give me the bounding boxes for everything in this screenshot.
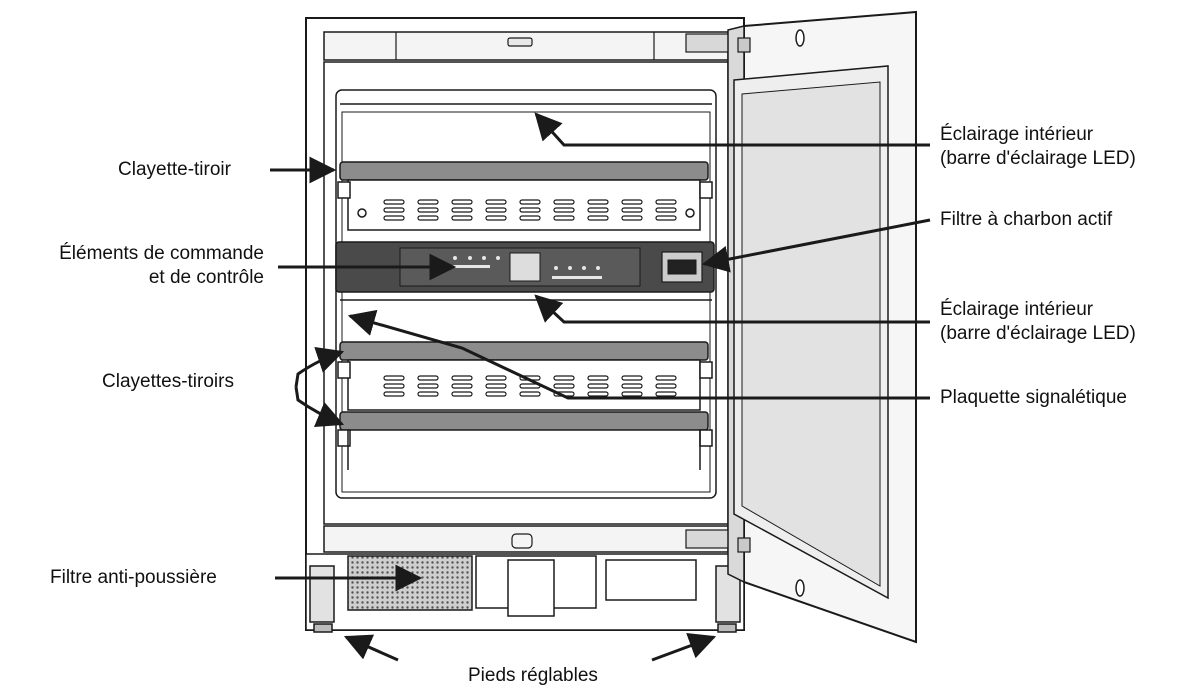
arrow-drawer-shelves-a xyxy=(294,347,345,388)
label-controls-line2: et de contrôle xyxy=(148,267,264,288)
arrow-foot-right xyxy=(651,632,717,662)
base xyxy=(305,553,745,633)
label-rating-plate: Plaquette signalétique xyxy=(940,387,1127,408)
arrow-charcoal-filter xyxy=(701,218,931,273)
cabinet xyxy=(305,17,745,631)
label-adjustable-feet: Pieds réglables xyxy=(468,665,598,686)
arrow-rating-plate xyxy=(347,309,930,400)
label-drawer-shelf: Clayette-tiroir xyxy=(118,159,231,180)
door xyxy=(727,10,917,644)
arrow-foot-left xyxy=(343,634,399,662)
drawer-shelf-upper xyxy=(337,161,713,231)
label-interior-light-mid-line1: Éclairage intérieur xyxy=(940,299,1094,320)
arrow-interior-light-top xyxy=(534,112,930,147)
label-charcoal-filter: Filtre à charbon actif xyxy=(940,209,1113,230)
arrow-drawer-shelves-b xyxy=(294,386,345,427)
label-drawer-shelves: Clayettes-tiroirs xyxy=(102,371,234,392)
label-interior-light-top-line1: Éclairage intérieur xyxy=(940,124,1094,145)
callout-arrows xyxy=(270,112,931,662)
label-interior-light-top: Éclairage intérieur (barre d'éclairage L… xyxy=(940,123,1136,171)
drawer-shelves-lower xyxy=(337,341,713,470)
label-interior-light-top-line2: (barre d'éclairage LED) xyxy=(940,148,1136,169)
label-interior-light-mid-line2: (barre d'éclairage LED) xyxy=(940,323,1136,344)
label-controls: Éléments de commande et de contrôle xyxy=(0,242,264,290)
label-controls-line1: Éléments de commande xyxy=(59,243,264,264)
label-interior-light-mid: Éclairage intérieur (barre d'éclairage L… xyxy=(940,298,1136,346)
arrow-interior-light-mid xyxy=(534,294,930,324)
label-dust-filter: Filtre anti-poussière xyxy=(50,567,217,588)
